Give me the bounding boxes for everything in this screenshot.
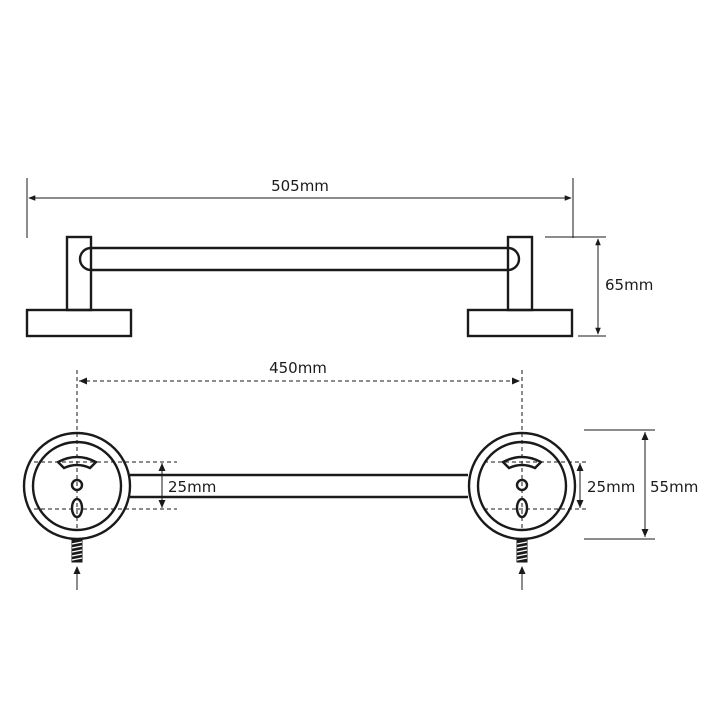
side-view: 505mm 65mm: [25, 177, 653, 338]
flange-diameter-label: 55mm: [650, 478, 698, 496]
flange-diameter-dimension: 55mm: [641, 432, 698, 537]
left-screw: [71, 539, 83, 590]
bar-diameter-label: 25mm: [168, 478, 216, 496]
slot-spacing-label: 25mm: [587, 478, 635, 496]
left-top-slot: [55, 455, 99, 470]
right-top-slot: [500, 455, 544, 470]
right-side-bracket: [466, 235, 574, 338]
front-bar: [130, 473, 468, 499]
bar-diameter-dimension: 25mm: [158, 463, 216, 508]
left-side-bracket: [25, 235, 133, 338]
right-lower-slot: [515, 497, 529, 519]
overall-length-dimension: 505mm: [26, 177, 574, 238]
height-dimension: 65mm: [545, 236, 653, 337]
slot-spacing-dimension: 25mm: [576, 463, 635, 508]
overall-length-label: 505mm: [271, 177, 329, 195]
front-view: 450mm 25mm: [22, 359, 698, 590]
height-label: 65mm: [605, 276, 653, 294]
center-distance-label: 450mm: [269, 359, 327, 377]
center-distance-dimension: 450mm: [76, 359, 523, 530]
left-flange: [22, 431, 177, 541]
left-screw-hole: [70, 478, 84, 492]
left-lower-slot: [70, 497, 84, 519]
side-bar: [78, 246, 521, 272]
right-screw: [516, 539, 528, 590]
right-screw-hole: [515, 478, 529, 492]
right-flange: [467, 429, 655, 541]
